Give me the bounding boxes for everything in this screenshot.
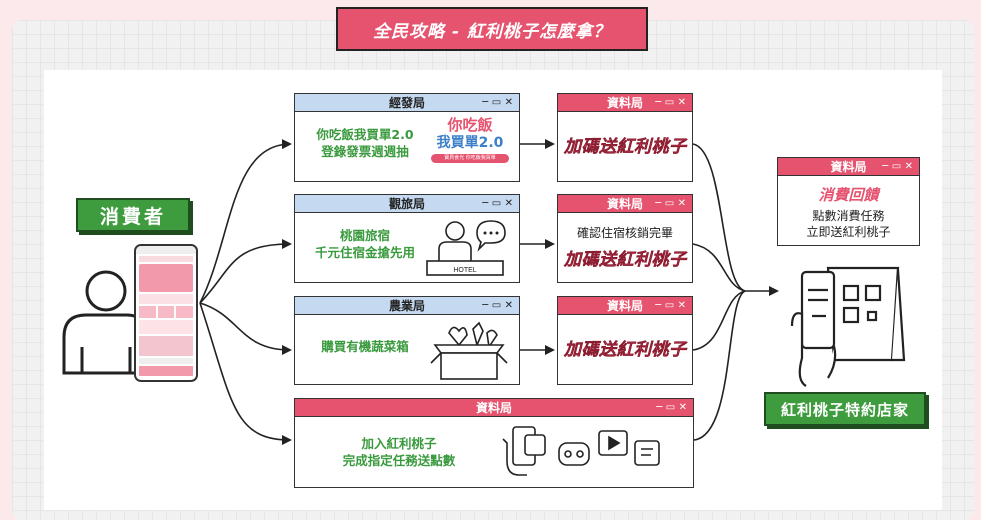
feedback-text: 點數消費任務 立即送紅利桃子 bbox=[778, 208, 919, 240]
row-text-line: 你吃飯我買單2.0 bbox=[316, 127, 414, 142]
logo-line-2: 我買單2.0 bbox=[436, 135, 504, 151]
row-text: 你吃飯我買單2.0 登錄發票週週抽 bbox=[303, 126, 427, 160]
row-text-line: 購買有機蔬菜箱 bbox=[321, 339, 409, 354]
logo-line-3: 寶貝食光 你吃飯我買單 bbox=[431, 154, 509, 163]
row-text-line: 加入紅利桃子 bbox=[361, 436, 437, 451]
window-titlebar: 資料局 ─ ▭ ✕ bbox=[778, 158, 919, 176]
window-data-bureau-bonus-2: 資料局 ─ ▭ ✕ 確認住宿核銷完畢 加碼送紅利桃子 bbox=[557, 194, 693, 283]
window-title: 觀旅局 bbox=[388, 197, 425, 211]
bonus-text: 加碼送紅利桃子 bbox=[564, 340, 687, 360]
window-tourism-bureau: 觀旅局 ─ ▭ ✕ 桃園旅宿 千元住宿金搶先用 HOTEL bbox=[294, 194, 520, 283]
window-titlebar: 經發局 ─ ▭ ✕ bbox=[295, 94, 519, 112]
task-icons bbox=[502, 426, 660, 476]
connector-arrows bbox=[199, 139, 779, 445]
consumer-tag: 消費者 bbox=[76, 198, 190, 232]
window-controls-icon: ─ ▭ ✕ bbox=[482, 197, 513, 209]
window-title: 資料局 bbox=[606, 299, 643, 313]
feedback-text-line: 立即送紅利桃子 bbox=[806, 225, 891, 239]
hotel-reception-icon: HOTEL bbox=[426, 220, 506, 276]
window-data-bureau-bonus-1: 資料局 ─ ▭ ✕ 加碼送紅利桃子 bbox=[557, 93, 693, 182]
feedback-text-line: 點數消費任務 bbox=[812, 209, 885, 223]
bonus-text: 加碼送紅利桃子 bbox=[564, 137, 687, 157]
confirm-text: 確認住宿核銷完畢 bbox=[576, 226, 673, 240]
row-text: 桃園旅宿 千元住宿金搶先用 bbox=[303, 227, 427, 261]
window-title: 資料局 bbox=[830, 160, 867, 174]
person-icon bbox=[62, 270, 150, 375]
vegetable-box-icon bbox=[430, 321, 508, 380]
row-text-line: 千元住宿金搶先用 bbox=[314, 245, 415, 260]
window-controls-icon: ─ ▭ ✕ bbox=[482, 96, 513, 108]
row-text-line: 登錄發票週週抽 bbox=[321, 144, 409, 159]
page-title: 全民攻略 - 紅利桃子怎麼拿？ bbox=[336, 7, 648, 51]
window-data-bureau-bonus-3: 資料局 ─ ▭ ✕ 加碼送紅利桃子 bbox=[557, 296, 693, 385]
window-titlebar: 觀旅局 ─ ▭ ✕ bbox=[295, 195, 519, 213]
window-title: 資料局 bbox=[606, 96, 643, 110]
window-agriculture-bureau: 農業局 ─ ▭ ✕ 購買有機蔬菜箱 bbox=[294, 296, 520, 385]
row-text-line: 完成指定任務送點數 bbox=[342, 453, 456, 468]
window-economic-bureau: 經發局 ─ ▭ ✕ 你吃飯我買單2.0 登錄發票週週抽 你吃飯 我買單2.0 寶… bbox=[294, 93, 520, 182]
bonus-text: 加碼送紅利桃子 bbox=[564, 250, 687, 270]
row-text: 購買有機蔬菜箱 bbox=[303, 338, 427, 355]
feedback-title: 消費回饋 bbox=[818, 186, 879, 204]
window-title: 資料局 bbox=[606, 197, 643, 211]
window-controls-icon: ─ ▭ ✕ bbox=[482, 299, 513, 311]
window-data-bureau-task: 資料局 ─ ▭ ✕ 加入紅利桃子 完成指定任務送點數 bbox=[294, 398, 694, 488]
hotel-sign: HOTEL bbox=[453, 267, 476, 274]
window-controls-icon: ─ ▭ ✕ bbox=[655, 197, 686, 209]
window-title: 經發局 bbox=[388, 96, 425, 110]
store-tag: 紅利桃子特約店家 bbox=[764, 392, 926, 426]
window-controls-icon: ─ ▭ ✕ bbox=[655, 299, 686, 311]
window-controls-icon: ─ ▭ ✕ bbox=[655, 96, 686, 108]
window-consumption-feedback: 資料局 ─ ▭ ✕ 消費回饋 點數消費任務 立即送紅利桃子 bbox=[777, 157, 920, 246]
window-titlebar: 資料局 ─ ▭ ✕ bbox=[295, 399, 693, 417]
row-text-line: 桃園旅宿 bbox=[339, 228, 390, 243]
phone-screenshot bbox=[134, 244, 198, 382]
window-title: 農業局 bbox=[388, 299, 425, 313]
row-text: 加入紅利桃子 完成指定任務送點數 bbox=[303, 435, 495, 469]
window-titlebar: 農業局 ─ ▭ ✕ bbox=[295, 297, 519, 315]
window-controls-icon: ─ ▭ ✕ bbox=[882, 160, 913, 172]
campaign-logo: 你吃飯 我買單2.0 寶貝食光 你吃飯我買單 bbox=[431, 116, 509, 176]
qr-payment-icon bbox=[790, 266, 906, 387]
window-titlebar: 資料局 ─ ▭ ✕ bbox=[558, 195, 692, 213]
window-titlebar: 資料局 ─ ▭ ✕ bbox=[558, 297, 692, 315]
logo-line-1: 你吃飯 bbox=[447, 116, 493, 134]
window-title: 資料局 bbox=[475, 401, 512, 415]
window-controls-icon: ─ ▭ ✕ bbox=[656, 401, 687, 413]
window-titlebar: 資料局 ─ ▭ ✕ bbox=[558, 94, 692, 112]
